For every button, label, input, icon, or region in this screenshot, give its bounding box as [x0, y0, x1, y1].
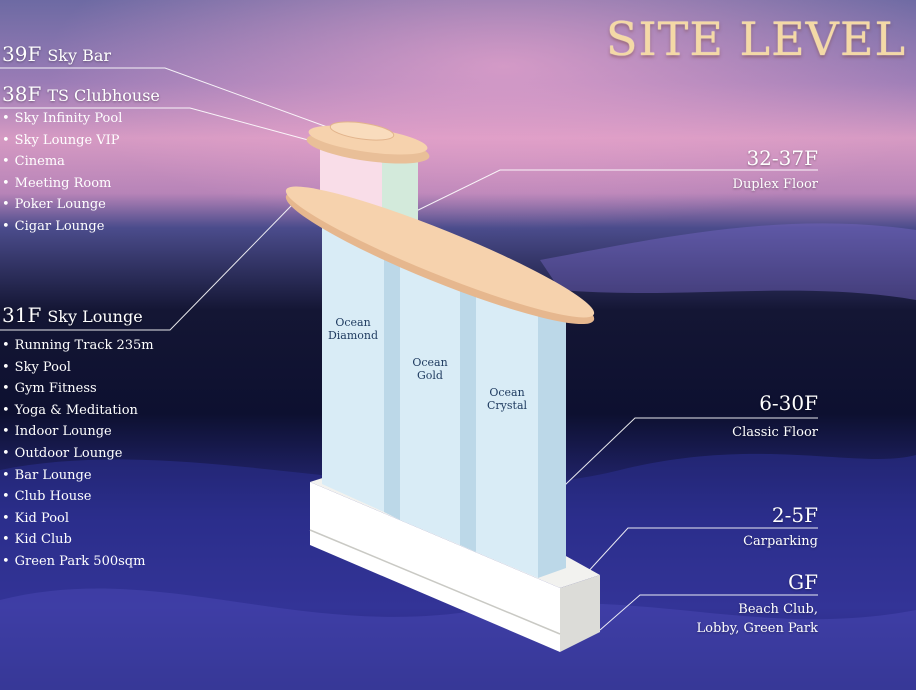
floor-number-2-5f: 2-5F — [771, 503, 818, 527]
leader-line-2-5f — [584, 527, 818, 576]
floor-desc-gf-line2: Lobby, Green Park — [696, 621, 818, 636]
wave-band — [0, 588, 916, 690]
amenity-item: Club House — [2, 486, 154, 508]
floor-number: 38F — [2, 82, 42, 106]
tower-label-line: Ocean — [335, 316, 371, 329]
amenity-item: Yoga & Meditation — [2, 400, 154, 422]
tower-label-line: Ocean — [412, 356, 448, 369]
sky-lounge-amenities-list: Running Track 235mSky PoolGym FitnessYog… — [2, 335, 154, 573]
amenity-item: Bar Lounge — [2, 465, 154, 487]
tower-gold-side — [460, 277, 476, 552]
tower-diamond-side — [384, 240, 400, 520]
floor-number-gf: GF — [788, 570, 818, 594]
floor-name: TS Clubhouse — [47, 86, 160, 105]
amenity-item: Outdoor Lounge — [2, 443, 154, 465]
amenity-item: Cinema — [2, 151, 122, 173]
leader-line-gf — [599, 594, 818, 631]
leader-line-39f — [0, 67, 331, 129]
page-title: SITE LEVEL — [605, 12, 906, 66]
amenity-item: Sky Pool — [2, 357, 154, 379]
wave-band — [540, 223, 916, 300]
tower-gold-front — [400, 258, 460, 545]
leader-line-31f — [0, 204, 293, 331]
amenity-item: Kid Club — [2, 529, 154, 551]
floor-name: Sky Lounge — [47, 307, 143, 326]
tower-label-line: Crystal — [486, 399, 528, 412]
floor-number: 31F — [2, 303, 42, 327]
skypark-roof — [285, 121, 595, 325]
podium-front — [310, 482, 560, 652]
podium-groove — [309, 529, 561, 635]
tower-label-diamond: Ocean Diamond — [326, 316, 380, 342]
floor-number-6-30f: 6-30F — [759, 391, 818, 415]
amenity-item: Running Track 235m — [2, 335, 154, 357]
amenity-item: Sky Lounge VIP — [2, 130, 122, 152]
amenity-item: Gym Fitness — [2, 378, 154, 400]
tower-label-line: Diamond — [327, 329, 379, 342]
floor-desc-parking: Carparking — [743, 534, 818, 549]
amenity-item: Sky Infinity Pool — [2, 108, 123, 130]
leader-lines — [0, 67, 818, 631]
tower-crystal-front — [476, 289, 538, 578]
amenity-item: Kid Pool — [2, 508, 154, 530]
bar-disc-top — [329, 121, 395, 141]
tower-label-gold: Ocean Gold — [403, 356, 457, 382]
towers — [322, 225, 566, 578]
tower-label-line: Ocean — [489, 386, 525, 399]
leader-line-6-30f — [564, 417, 818, 486]
floor-desc-duplex: Duplex Floor — [732, 177, 818, 192]
amenity-item: Meeting Room — [2, 173, 122, 195]
label-39f: 39F Sky Bar — [2, 42, 111, 66]
tower-label-crystal: Ocean Crystal — [479, 386, 535, 412]
label-31f: 31F Sky Lounge — [2, 303, 143, 327]
floor-name: Sky Bar — [47, 46, 112, 65]
clubhouse-amenities-list: Sky Infinity PoolSky Lounge VIPCinemaMee… — [2, 108, 123, 238]
tower-diamond-front — [322, 225, 384, 512]
podium-side — [560, 575, 600, 652]
tower-label-line: Gold — [417, 369, 443, 382]
amenity-item: Green Park 500sqm — [2, 551, 154, 573]
leader-line-32-37f — [407, 169, 818, 216]
label-38f: 38F TS Clubhouse — [2, 82, 160, 106]
floor-desc-gf-line1: Beach Club, — [738, 602, 818, 617]
amenity-item: Poker Lounge — [2, 194, 122, 216]
floor-desc-classic: Classic Floor — [732, 425, 818, 440]
skypark-deck — [285, 186, 595, 318]
floor-number-32-37f: 32-37F — [746, 146, 818, 170]
amenity-item: Cigar Lounge — [2, 216, 122, 238]
tower-crystal-side — [538, 300, 566, 578]
floor-number: 39F — [2, 42, 42, 66]
amenity-item: Indoor Lounge — [2, 421, 154, 443]
